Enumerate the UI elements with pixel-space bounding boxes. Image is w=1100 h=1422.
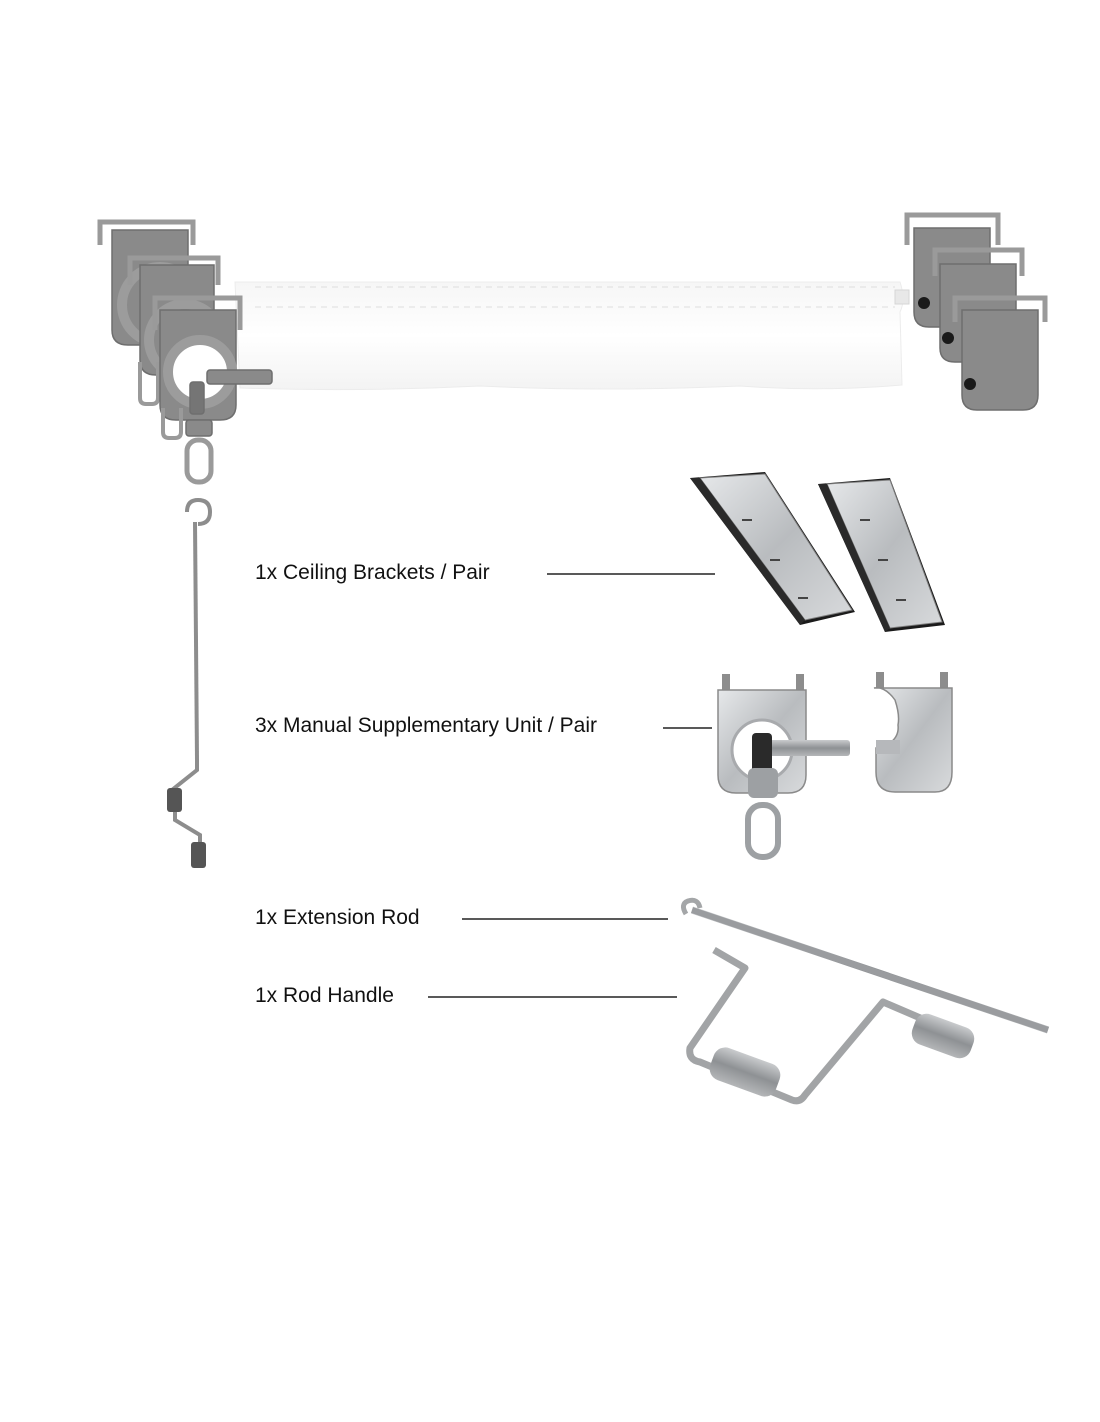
label-ceiling-brackets: 1x Ceiling Brackets / Pair (255, 561, 490, 584)
leader-lines (428, 573, 715, 998)
label-manual-unit: 3x Manual Supplementary Unit / Pair (255, 714, 597, 737)
label-extension-rod: 1x Extension Rod (255, 906, 420, 929)
right-end-brackets (904, 212, 1048, 411)
left-end-brackets (97, 219, 273, 485)
roller-blind-fabric (234, 281, 910, 391)
manual-unit-illustration (717, 672, 953, 860)
extension-rod-illustration (680, 897, 1050, 1034)
rod-handle-illustration (686, 946, 975, 1105)
label-rod-handle: 1x Rod Handle (255, 984, 394, 1007)
ceiling-brackets-illustration (690, 472, 945, 632)
hook-rod-with-handle (167, 497, 213, 868)
